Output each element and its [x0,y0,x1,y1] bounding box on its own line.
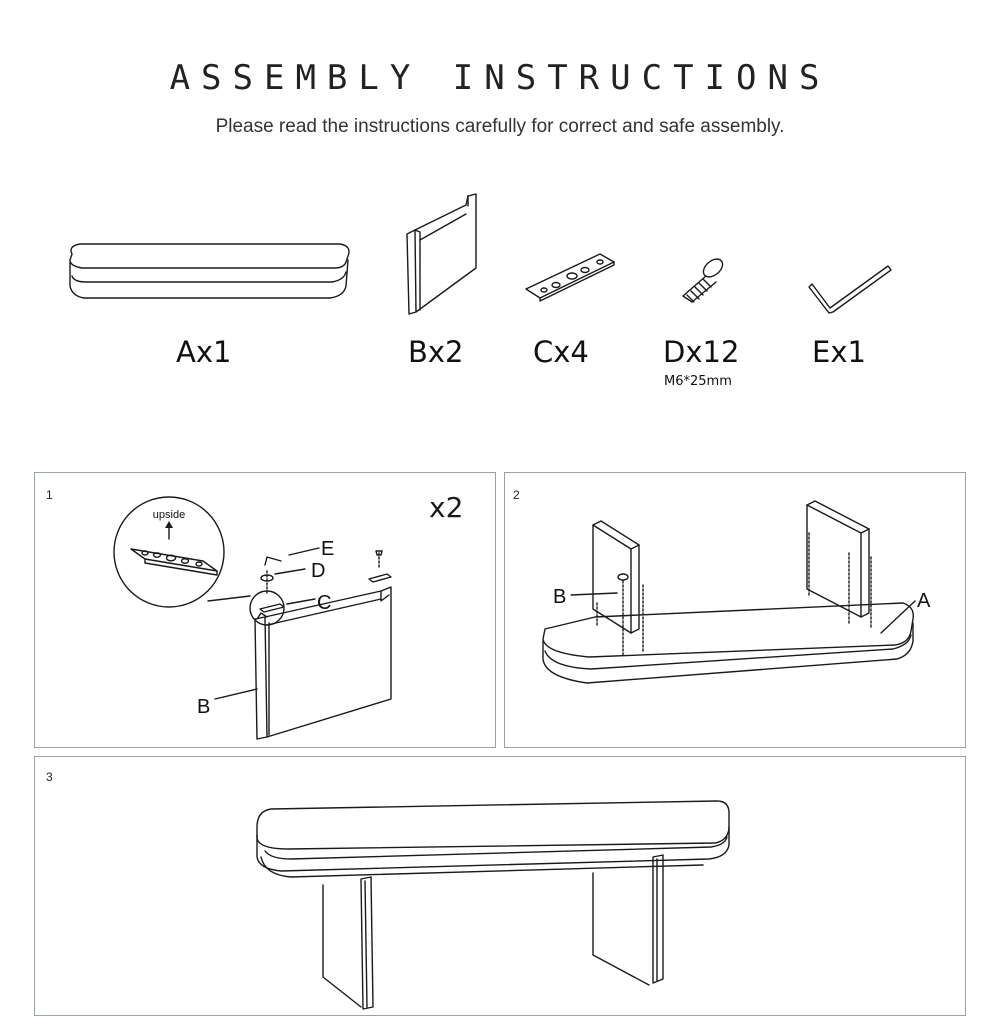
part-a-label: Ax1 [176,335,232,369]
seat-cushion-icon [69,243,350,299]
part-c-label: Cx4 [533,335,589,369]
callout-b: B [197,696,210,718]
leg-panel-right [806,500,870,618]
parts-illustrations [69,193,892,315]
part-e-label: Ex1 [812,335,866,369]
step-1-panel: 1 x2 upside [34,472,496,748]
step-2-illustration: B A [542,500,931,684]
washer-icon [260,570,274,596]
allen-key-icon [808,265,892,314]
callout-d: D [311,560,325,582]
callout-c: C [317,592,331,614]
step-1-multiplier: x2 [429,491,464,524]
assembled-bench [256,800,730,1010]
bolt-icon [375,550,383,570]
step-2-number: 2 [513,488,520,502]
washer-icon [617,573,629,581]
allen-key-icon [264,556,282,566]
detail-upside-label: upside [153,509,185,521]
leg-panel-b [254,573,392,740]
detail-circle [113,496,225,608]
callout-b: B [553,586,566,608]
step-1-number: 1 [46,488,53,502]
step-3-illustration [256,800,730,1010]
bracket-plate-icon [525,253,615,302]
page-title: ASSEMBLY INSTRUCTIONS [169,58,831,98]
step-3-panel: 3 [34,756,966,1016]
callout-a: A [917,590,931,612]
detail-bracket-icon [130,548,218,576]
step-1-illustration: upside [113,496,392,740]
page-subtitle: Please read the instructions carefully f… [215,116,785,137]
leg-panel-left [592,520,640,634]
step-2-panel: 2 B [504,472,966,748]
bolt-icon [596,532,872,656]
part-b-label: Bx2 [408,335,464,369]
part-d-sublabel: M6*25mm [664,374,732,389]
bolt-icon [682,258,724,303]
step-3-number: 3 [46,770,53,784]
callout-e: E [321,538,334,560]
leg-panel-icon [406,193,477,315]
part-d-label: Dx12 [663,335,740,369]
